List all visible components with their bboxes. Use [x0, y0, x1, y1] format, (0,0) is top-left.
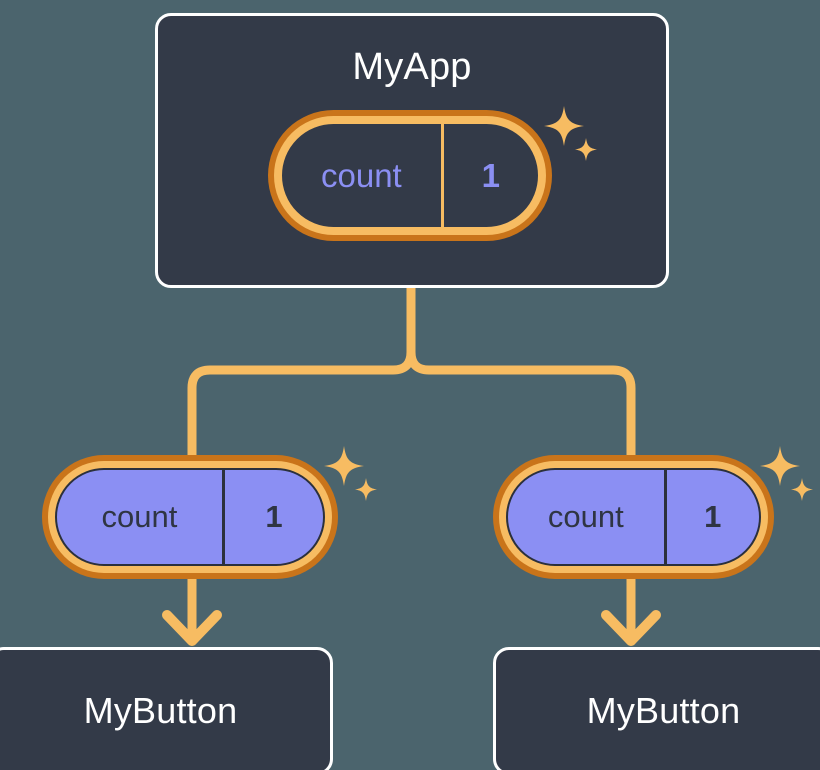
state-key-label: count: [101, 499, 178, 534]
sparkle-icon: [760, 446, 800, 486]
state-pill-right[interactable]: count 1: [493, 455, 774, 579]
arrow-right-pill-to-button: [601, 576, 661, 646]
state-pill-ring: count 1: [499, 461, 768, 573]
sparkle-icon: [355, 478, 377, 501]
component-title-mybutton-left: MyButton: [83, 690, 238, 731]
state-value-label: 1: [265, 499, 283, 534]
sparkle-icon: [791, 478, 813, 501]
component-title-mybutton-right: MyButton: [586, 690, 741, 731]
connector-tree-path: [187, 281, 636, 462]
state-pill-body: count 1: [506, 468, 761, 566]
state-pill-body: count 1: [55, 468, 325, 566]
state-pill-ring: count 1: [274, 116, 546, 235]
state-value-cell: 1: [440, 124, 538, 227]
arrow-left-pill-to-button: [162, 576, 222, 646]
state-key-cell: count: [57, 470, 222, 564]
state-key-cell: count: [508, 470, 664, 564]
component-card-mybutton-left[interactable]: MyButton: [0, 647, 333, 770]
component-title-myapp: MyApp: [352, 46, 472, 88]
state-pill-left[interactable]: count 1: [42, 455, 338, 579]
state-value-cell: 1: [221, 470, 323, 564]
state-key-label: count: [547, 499, 624, 534]
sparkle-icon: [324, 446, 364, 486]
state-pill-body: count 1: [281, 123, 539, 228]
state-key-label: count: [320, 156, 402, 194]
state-key-cell: count: [282, 124, 441, 227]
component-card-mybutton-right[interactable]: MyButton: [493, 647, 820, 770]
state-pill-ring: count 1: [48, 461, 332, 573]
state-value-label: 1: [481, 156, 501, 194]
state-value-label: 1: [704, 499, 722, 534]
state-pill-myapp[interactable]: count 1: [268, 110, 552, 241]
state-value-cell: 1: [663, 470, 759, 564]
